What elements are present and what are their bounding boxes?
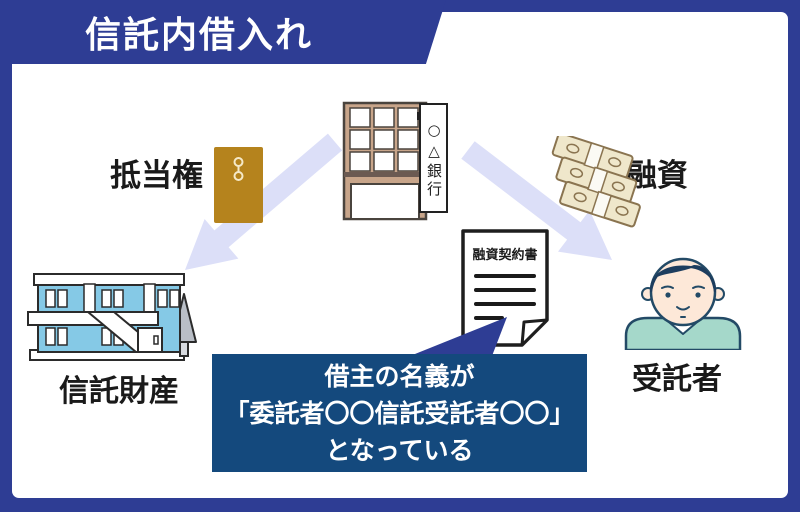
page-title: 信託内借入れ [84, 15, 313, 56]
loan-contract-document: 融資契約書 [461, 229, 549, 347]
callout-line-2: 「委託者〇〇信託受託者〇〇」 [224, 398, 575, 428]
trustee-label: 受託者 [632, 362, 722, 397]
loan-label: 融資 [626, 158, 688, 194]
mortgage-deed-envelope-icon [214, 147, 263, 223]
trust-property-building-icon [27, 273, 197, 361]
callout-line-1: 借主の名義が [324, 361, 475, 391]
bank-sign-label: ○△銀行 [425, 121, 443, 199]
bank-building-icon [342, 101, 448, 221]
money-bundles-icon [551, 136, 641, 228]
callout-box: 借主の名義が 「委託者〇〇信託受託者〇〇」 となっている [212, 354, 587, 472]
person-hair [649, 264, 717, 293]
trust-property-label: 信託財産 [59, 374, 179, 409]
document-title: 融資契約書 [472, 247, 537, 263]
title-banner: 信託内借入れ [0, 0, 446, 64]
envelope-clasp-icon [233, 157, 244, 181]
mortgage-label: 抵当権 [110, 158, 203, 194]
callout-line-3: となっている [325, 435, 474, 465]
trustee-person-icon [624, 257, 742, 350]
